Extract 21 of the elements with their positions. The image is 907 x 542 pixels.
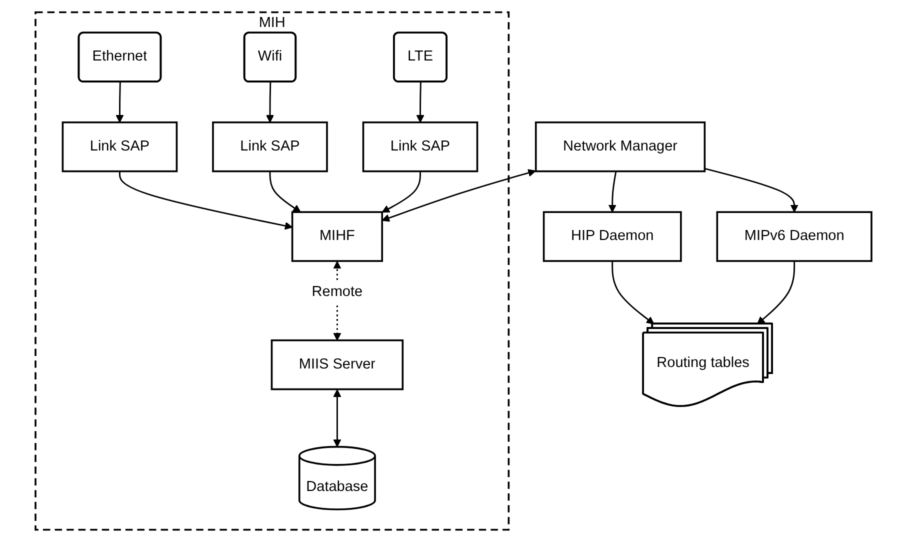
node-box: HIP Daemon (542, 211, 682, 262)
arrow (119, 171, 293, 230)
node-box: Link SAP (212, 121, 328, 172)
node-box: MIHF (291, 211, 384, 262)
arrow (266, 82, 274, 123)
arrow (757, 261, 796, 324)
node-box: MIPv6 Daemon (716, 211, 872, 262)
arrow (116, 82, 124, 123)
node-box: Link SAP (62, 121, 178, 172)
arrow (382, 171, 421, 213)
arrow (382, 169, 536, 222)
node-box: Network Manager (534, 121, 706, 172)
arrow (416, 82, 424, 123)
arrow (704, 168, 798, 212)
arrow (333, 389, 342, 448)
arrow (612, 261, 654, 324)
node-box: Link SAP (362, 121, 478, 172)
edge-label: Remote (312, 284, 363, 300)
node-box: MIIS Server (270, 339, 404, 390)
arrow (269, 171, 301, 212)
arrow (608, 171, 617, 212)
